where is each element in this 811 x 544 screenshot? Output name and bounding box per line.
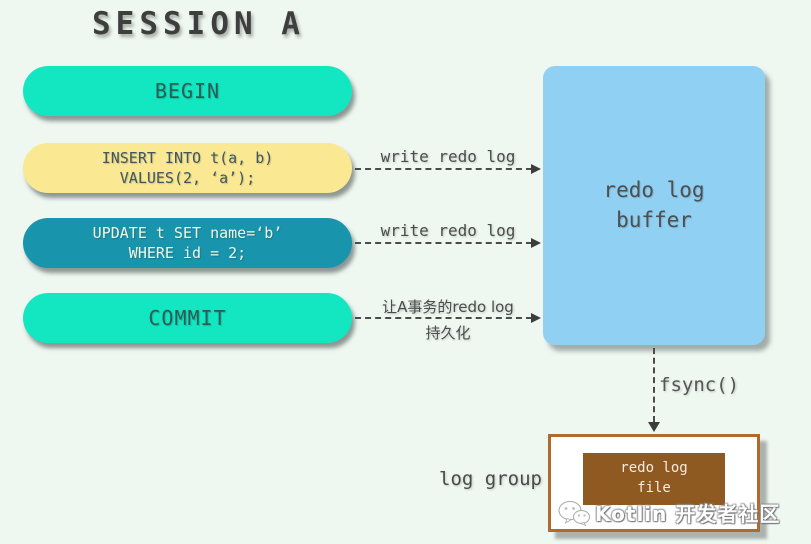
fsync-label: fsync() <box>659 374 740 396</box>
arrow-insert-label: write redo log <box>380 147 516 166</box>
arrowhead-right-icon <box>531 164 541 174</box>
file-label-line-2: file <box>637 480 671 496</box>
insert-block: INSERT INTO t(a, b) VALUES(2, ‘a’); <box>23 143 352 193</box>
watermark: Kotlin 开发者社区 <box>558 498 780 527</box>
arrowhead-down-icon <box>648 422 660 432</box>
dashed-line <box>653 348 655 422</box>
update-line-2: WHERE id = 2; <box>128 244 247 262</box>
insert-line-2: VALUES(2, ‘a’); <box>119 169 256 187</box>
begin-block: BEGIN <box>23 66 352 116</box>
update-block: UPDATE t SET name=‘b’ WHERE id = 2; <box>23 218 352 268</box>
arrow-commit-label-line-1: 让A事务的redo log <box>382 298 514 316</box>
arrow-commit-to-buffer: 让A事务的redo log 持久化 <box>355 296 541 342</box>
buffer-label-line-2: buffer <box>616 207 692 232</box>
buffer-label-line-1: redo log <box>603 178 705 203</box>
arrow-commit-label-line-2: 持久化 <box>425 324 471 342</box>
insert-line-1: INSERT INTO t(a, b) <box>101 148 274 167</box>
arrow-update-to-buffer: write redo log <box>355 221 541 248</box>
redo-log-file-box: redo log file <box>583 453 725 505</box>
dashed-line <box>355 242 532 244</box>
session-title: SESSION A <box>92 6 305 42</box>
arrow-buffer-to-file <box>645 348 665 432</box>
commit-label: COMMIT <box>148 306 227 330</box>
log-group-label: log group <box>439 468 542 490</box>
arrow-insert-to-buffer: write redo log <box>355 147 541 174</box>
file-label-line-1: redo log <box>620 460 688 477</box>
wechat-icon <box>558 500 590 526</box>
begin-label: BEGIN <box>154 79 221 103</box>
dashed-line <box>355 317 532 319</box>
redo-log-buffer-box: redo log buffer <box>543 66 765 345</box>
update-line-1: UPDATE t SET name=‘b’ <box>92 223 283 242</box>
commit-block: COMMIT <box>23 293 352 343</box>
arrow-update-label: write redo log <box>380 221 516 240</box>
arrowhead-right-icon <box>531 238 541 248</box>
dashed-line <box>355 168 532 170</box>
watermark-text: Kotlin 开发者社区 <box>595 502 781 526</box>
arrowhead-right-icon <box>531 313 541 323</box>
